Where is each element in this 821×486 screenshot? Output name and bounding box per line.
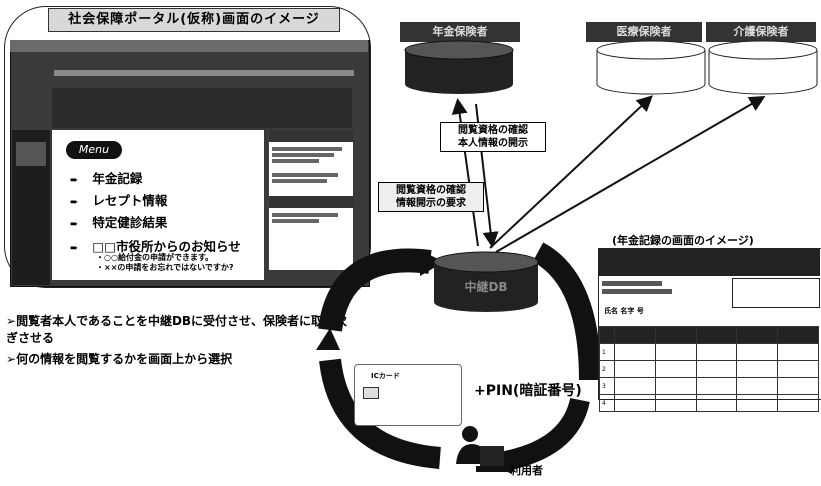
ic-chip-icon: [363, 387, 379, 399]
table-row: 1: [599, 343, 819, 361]
medical-db-cylinder: [596, 40, 706, 95]
nenkin-record-table: 1 2 3 4: [599, 326, 819, 412]
caption-relay: ➢閲覧者本人であることを中継DBに受付させ、保険者に取り次ぎさせる: [6, 314, 348, 345]
right-panel-header-2: [269, 196, 353, 208]
portal-logo: [16, 142, 46, 166]
menu-item-city-notice[interactable]: ➨□□市役所からのお知らせ: [70, 239, 241, 254]
user-label: 利用者: [510, 464, 543, 477]
menu-item-pension-record[interactable]: ➨年金記録: [70, 171, 143, 186]
pension-insurer-label: 年金保険者: [400, 22, 520, 42]
callout-pension-lower: 閲覧資格の確認 情報開示の要求: [378, 182, 484, 212]
menu-item-health-check[interactable]: ➨特定健診結果: [70, 215, 168, 230]
curved-arrow-user-to-portal: [319, 358, 442, 469]
care-db-cylinder: [708, 40, 818, 95]
relay-db-label: 中継DB: [464, 280, 508, 294]
nenkin-info-block: 氏名 名字 号: [600, 278, 820, 318]
ic-card-label: ICカード: [371, 372, 400, 380]
menu-arrow-icon: ➨: [70, 243, 79, 254]
nenkin-summary-box: [732, 278, 820, 308]
right-panel-text-2: [269, 168, 353, 188]
menu-arrow-icon: ➨: [70, 219, 79, 230]
medical-insurer-label: 医療保険者: [586, 22, 702, 42]
ic-card: ICカード: [354, 364, 462, 426]
pin-label: +PIN(暗証番号): [474, 383, 582, 399]
caption-select: ➢何の情報を閲覧するかを画面上から選択: [6, 352, 233, 366]
menu-arrow-icon: ➨: [70, 175, 79, 186]
portal-right-panel: [268, 130, 353, 270]
right-panel-text-3: [269, 208, 353, 228]
right-panel-header: [269, 130, 353, 142]
portal-address-bar[interactable]: [54, 70, 354, 76]
table-row: 4: [599, 394, 819, 412]
right-panel-text-1: [269, 142, 353, 168]
bullet-arrow-icon: ➢: [6, 352, 17, 366]
arrow-to-care: [495, 95, 766, 253]
pension-db-cylinder: [404, 40, 514, 94]
portal-title: 社会保障ポータル(仮称)画面のイメージ: [48, 8, 340, 32]
callout-pension-upper: 閲覧資格の確認 本人情報の開示: [440, 122, 546, 152]
nenkin-name-row: 氏名 名字 号: [604, 307, 644, 315]
menu-pill: Menu: [66, 141, 122, 159]
portal-left-rail: [12, 130, 50, 285]
user-at-pc-icon: [456, 426, 508, 472]
notice-line-2: ・××の申請をお忘れではないですか?: [96, 263, 234, 272]
care-insurer-label: 介護保険者: [706, 22, 816, 42]
menu-arrow-icon: ➨: [70, 197, 79, 208]
arrow-to-medical: [489, 95, 653, 249]
nenkin-screen-banner: [598, 248, 820, 276]
nenkin-screen-title: (年金記録の画面のイメージ): [612, 234, 754, 247]
table-row: 2: [599, 360, 819, 378]
portal-window-titlebar: [10, 40, 368, 52]
menu-item-receipt[interactable]: ➨レセプト情報: [70, 193, 168, 208]
table-header-row: [599, 326, 819, 344]
notice-line-1: ・○○給付金の申請ができます。: [96, 253, 214, 262]
curved-arrow-portal-to-relay: [318, 248, 432, 332]
table-row: 3: [599, 377, 819, 395]
curved-arrow-screen-to-user: [498, 397, 590, 472]
curved-arrow-relay-to-screen: [532, 242, 601, 381]
portal-banner: [52, 88, 352, 128]
bullet-arrow-icon: ➢: [6, 314, 17, 328]
